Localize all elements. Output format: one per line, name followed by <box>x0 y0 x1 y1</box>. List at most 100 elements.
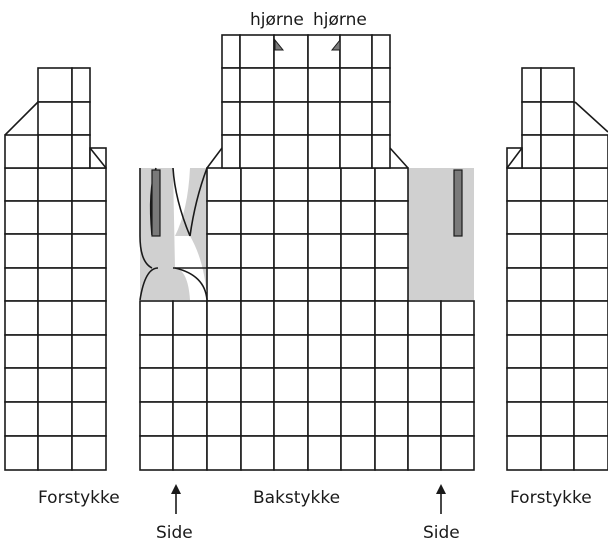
gusset-right-cell <box>407 367 442 403</box>
gusset-left-cell <box>139 300 174 336</box>
strap-left-cell <box>37 134 73 169</box>
front-right-cell <box>573 367 608 403</box>
strap-left-cell <box>71 101 91 136</box>
front-left-cell <box>71 367 107 403</box>
front-right-cell <box>573 167 608 202</box>
front-right-cell <box>506 233 542 269</box>
back-cell <box>374 334 409 369</box>
front-left-cell <box>4 334 39 369</box>
back-cell <box>206 300 242 336</box>
back-cell <box>240 367 275 403</box>
back-upper-cell <box>307 34 341 69</box>
back-cell <box>340 167 376 202</box>
front-left-cell <box>37 401 73 437</box>
back-upper-cell <box>221 34 241 69</box>
back-cell <box>273 435 309 471</box>
back-cell <box>307 300 342 336</box>
back-upper-cell <box>221 101 241 136</box>
front-left-cell <box>71 167 107 202</box>
back-cell <box>206 200 242 235</box>
back-cell <box>273 167 309 202</box>
front-right-cell <box>573 334 608 369</box>
corner-label-left: hjørne <box>250 10 304 30</box>
back-cell <box>340 300 376 336</box>
gusset-left-cell <box>172 401 208 437</box>
back-upper-cell <box>371 101 391 136</box>
front-right-cell <box>540 435 575 471</box>
back-cell <box>307 167 342 202</box>
strap-right-cell <box>540 67 575 103</box>
front-right-cell <box>540 300 575 336</box>
strap-right-cell <box>540 134 575 169</box>
back-cell <box>273 334 309 369</box>
gusset-left-cell <box>139 435 174 471</box>
back-cell <box>307 435 342 471</box>
gusset-right-cell <box>407 334 442 369</box>
back-cell <box>240 401 275 437</box>
front-left-cell <box>4 367 39 403</box>
back-cell <box>340 233 376 269</box>
front-left-cell <box>37 233 73 269</box>
front-left-cell <box>37 367 73 403</box>
back-cell <box>206 367 242 403</box>
back-cell <box>206 334 242 369</box>
back-cell <box>307 267 342 302</box>
front-right-cell <box>573 233 608 269</box>
back-upper-cell <box>273 101 309 136</box>
back-cell <box>240 435 275 471</box>
shoulder-left-cell <box>4 134 39 169</box>
back-cell <box>240 233 275 269</box>
strap-right-cell <box>521 101 542 136</box>
back-cell <box>206 401 242 437</box>
back-upper-cell <box>339 34 373 69</box>
strap-left-cell <box>71 134 91 169</box>
front-left-cell <box>4 435 39 471</box>
back-upper-cell <box>273 34 309 69</box>
front-left-cell <box>37 167 73 202</box>
back-cell <box>240 167 275 202</box>
front-left-cell <box>37 267 73 302</box>
front-left-cell <box>71 300 107 336</box>
back-cell <box>206 435 242 471</box>
back-upper-cell <box>339 134 373 169</box>
front-right-cell <box>573 435 608 471</box>
back-label: Bakstykke <box>253 488 340 508</box>
front-left-cell <box>37 300 73 336</box>
back-cell <box>374 200 409 235</box>
front-right-cell <box>506 435 542 471</box>
back-cell <box>273 367 309 403</box>
back-cell <box>307 334 342 369</box>
back-cell <box>374 401 409 437</box>
back-cell <box>273 200 309 235</box>
back-upper-cell <box>371 34 391 69</box>
gusset-right-cell <box>440 334 475 369</box>
back-upper-cell <box>239 67 275 103</box>
side-label-left: Side <box>156 523 193 543</box>
back-cell <box>273 233 309 269</box>
gusset-right-cell <box>407 435 442 471</box>
gusset-right-cell <box>440 435 475 471</box>
side-arrow-right <box>436 484 446 514</box>
back-cell <box>374 300 409 336</box>
gusset-right-cell <box>407 300 442 336</box>
front-right-cell <box>506 401 542 437</box>
front-right-cell <box>540 200 575 235</box>
back-upper-cell <box>221 67 241 103</box>
back-cell <box>307 367 342 403</box>
front-right-cell <box>506 167 542 202</box>
front-label-right: Forstykke <box>510 488 592 508</box>
front-right-cell <box>506 267 542 302</box>
gusset-right-cell <box>440 367 475 403</box>
front-left-cell <box>37 435 73 471</box>
gusset-right <box>408 168 474 300</box>
front-right-cell <box>573 401 608 437</box>
front-right-cell <box>540 334 575 369</box>
back-upper-cell <box>307 67 341 103</box>
back-cell <box>273 300 309 336</box>
back-cell <box>374 167 409 202</box>
gusset-left-cell <box>172 367 208 403</box>
back-cell <box>374 233 409 269</box>
gusset-right-cell <box>440 300 475 336</box>
front-left-cell <box>71 267 107 302</box>
